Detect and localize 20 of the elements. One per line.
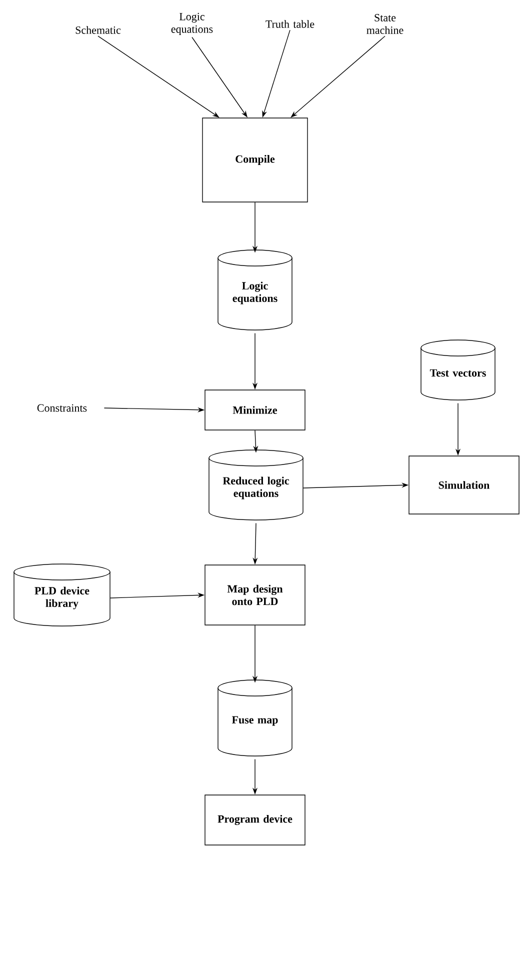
process-box: Compile bbox=[202, 118, 308, 202]
process-box: Minimize bbox=[204, 390, 306, 430]
storage-cylinder: PLD device library bbox=[14, 564, 110, 626]
process-box: Simulation bbox=[408, 456, 520, 514]
node-label: Logic equations bbox=[232, 282, 278, 304]
storage-cylinder: Fuse map bbox=[218, 680, 292, 756]
input-label: Truth table bbox=[266, 20, 314, 28]
input-label: Constraints bbox=[37, 404, 87, 412]
node-label: Test vectors bbox=[430, 369, 486, 377]
input-label: State machine bbox=[366, 14, 404, 34]
node-label: Reduced logic equations bbox=[222, 476, 290, 500]
process-box: Map design onto PLD bbox=[204, 564, 306, 626]
node-label: PLD device library bbox=[34, 586, 90, 610]
input-label: Logic equations bbox=[171, 12, 213, 36]
node-label: Fuse map bbox=[232, 716, 278, 726]
process-box: Program device bbox=[204, 794, 306, 846]
storage-cylinder: Reduced logic equations bbox=[208, 450, 304, 520]
storage-cylinder: Logic equations bbox=[218, 250, 292, 330]
storage-cylinder: Test vectors bbox=[420, 340, 496, 400]
input-label: Schematic bbox=[76, 26, 121, 34]
